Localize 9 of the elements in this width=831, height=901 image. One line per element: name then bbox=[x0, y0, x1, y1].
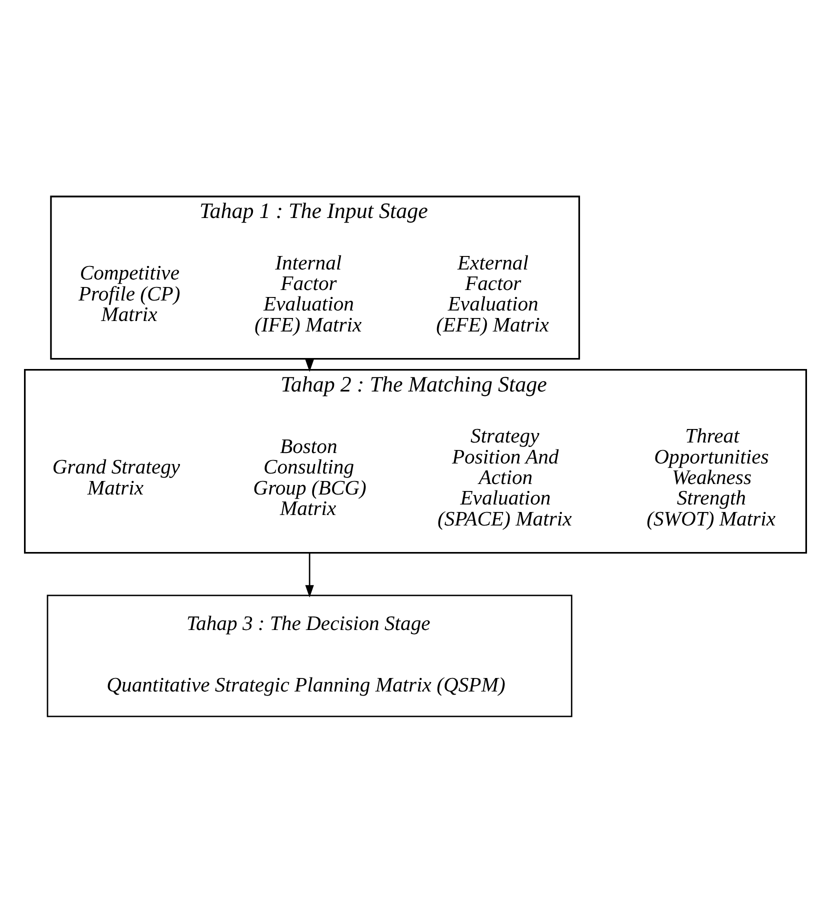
arrow bbox=[305, 552, 314, 597]
node-text: Grand Strategy Matrix bbox=[52, 456, 180, 499]
node-box: Tahap 3 : The Decision Stage Quantitative Strategic Planning Matrix (QSPM) bbox=[46, 594, 572, 717]
node-text: Competitive Profile (CP) Matrix bbox=[78, 262, 180, 326]
node-text: Threat Opportunities Weakness Strength (SWOT) Matrix bbox=[646, 425, 776, 530]
node-text: Boston Consulting Group (BCG) Matrix bbox=[253, 436, 366, 520]
node-text: External Factor Evaluation (EFE) Matrix bbox=[436, 252, 549, 336]
node-text: Strategy Position And Action Evaluation (SPACE) Matrix bbox=[438, 425, 572, 530]
node-text: Internal Factor Evaluation (IFE) Matrix bbox=[254, 252, 362, 336]
